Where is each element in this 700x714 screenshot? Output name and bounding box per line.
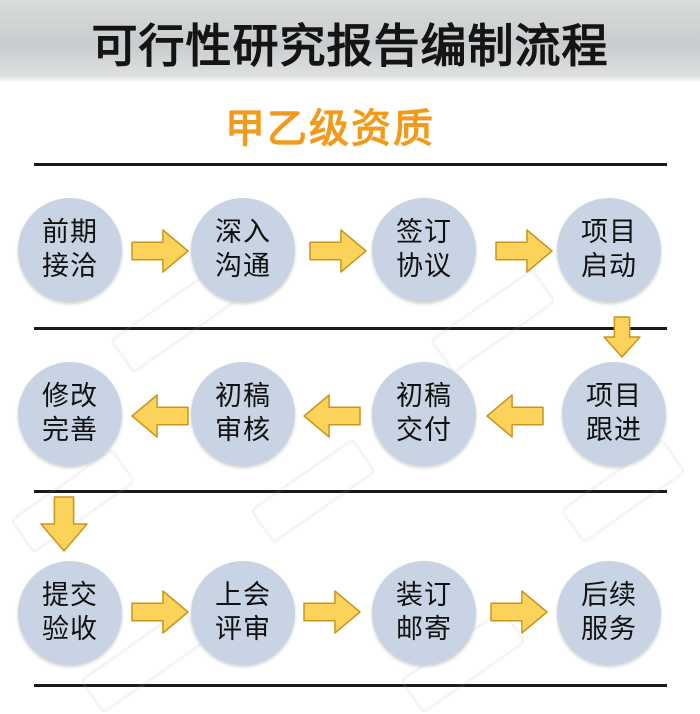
divider-top [34, 163, 667, 166]
step-node-11: 装订邮寄 [372, 561, 476, 665]
arrow-left-icon [486, 394, 544, 438]
header-band [0, 0, 700, 82]
arrow-down-icon [40, 496, 88, 552]
arrow-left-icon [131, 394, 189, 438]
step-label-line2: 邮寄 [396, 614, 452, 645]
step-label-line2: 完善 [42, 415, 98, 446]
step-node-9: 提交验收 [18, 561, 122, 665]
arrow-left-icon [303, 394, 361, 438]
step-label-line2: 接洽 [42, 251, 98, 282]
divider-row2 [34, 490, 667, 493]
step-node-8: 修改完善 [18, 362, 122, 466]
step-node-3: 签订协议 [372, 198, 476, 302]
step-label-line1: 签订 [396, 217, 452, 248]
arrow-right-icon [303, 590, 361, 634]
arrow-right-icon [309, 229, 367, 273]
step-label-line2: 审核 [215, 415, 271, 446]
step-label-line2: 交付 [396, 415, 452, 446]
subtitle: 甲乙级资质 [225, 106, 435, 152]
step-label-line1: 初稿 [396, 381, 452, 412]
step-label-line1: 提交 [42, 580, 98, 611]
step-node-2: 深入沟通 [191, 198, 295, 302]
divider-bottom [34, 684, 667, 687]
step-label-line1: 前期 [42, 217, 98, 248]
step-label-line1: 项目 [581, 217, 637, 248]
step-label-line2: 协议 [396, 251, 452, 282]
page-title: 可行性研究报告编制流程 [91, 19, 609, 73]
step-node-4: 项目启动 [557, 198, 661, 302]
arrow-down-icon [603, 316, 641, 358]
step-label-line2: 评审 [215, 614, 271, 645]
step-node-12: 后续服务 [557, 561, 661, 665]
arrow-right-icon [131, 229, 189, 273]
arrow-right-icon [490, 590, 548, 634]
step-label-line2: 沟通 [215, 251, 271, 282]
step-label-line1: 修改 [42, 381, 98, 412]
step-label-line2: 启动 [581, 251, 637, 282]
arrow-right-icon [131, 590, 189, 634]
step-node-5: 项目跟进 [562, 362, 666, 466]
step-node-7: 初稿审核 [191, 362, 295, 466]
step-label-line2: 验收 [42, 614, 98, 645]
step-label-line1: 深入 [215, 217, 271, 248]
step-label-line1: 装订 [396, 580, 452, 611]
step-label-line1: 项目 [586, 381, 642, 412]
step-label-line1: 初稿 [215, 381, 271, 412]
step-label-line2: 服务 [581, 614, 637, 645]
step-label-line1: 上会 [215, 580, 271, 611]
step-label-line2: 跟进 [586, 415, 642, 446]
arrow-right-icon [495, 229, 553, 273]
step-node-6: 初稿交付 [372, 362, 476, 466]
step-label-line1: 后续 [581, 580, 637, 611]
divider-row1 [34, 327, 667, 330]
step-node-1: 前期接洽 [18, 198, 122, 302]
step-node-10: 上会评审 [191, 561, 295, 665]
